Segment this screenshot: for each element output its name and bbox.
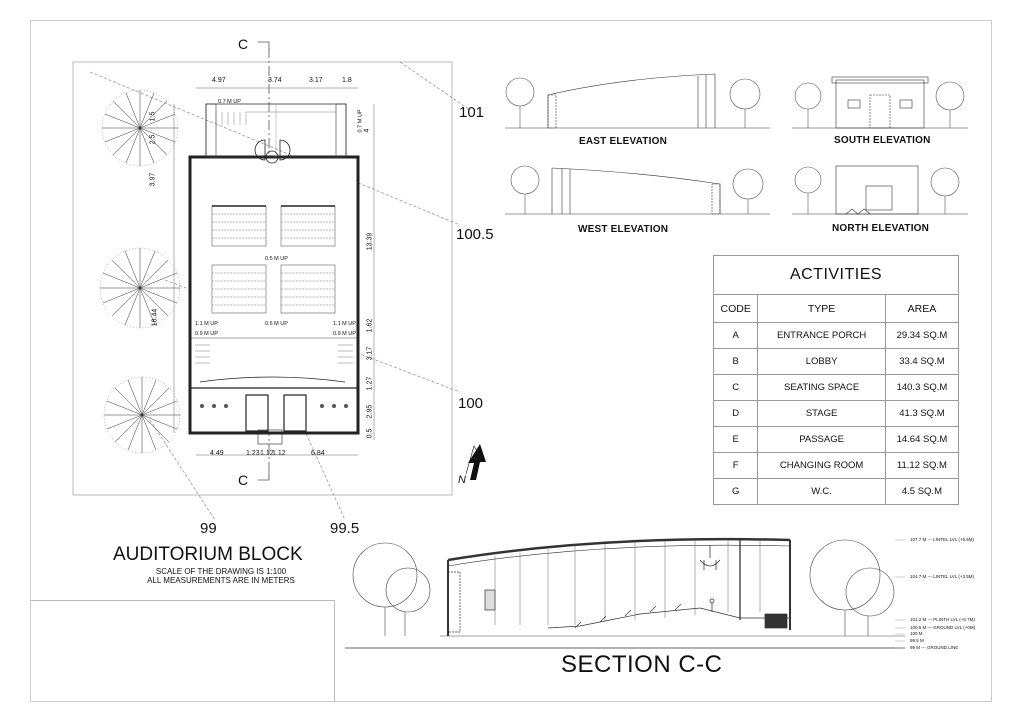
section-title: SECTION C-C [561, 651, 723, 678]
dimension-label: 1.8 [342, 77, 352, 84]
section-level-label: 100 M [910, 631, 923, 636]
north-elevation-title: NORTH ELEVATION [832, 223, 930, 234]
contour-label: 101 [459, 104, 485, 121]
building-outline [188, 103, 360, 445]
site-trees [99, 89, 181, 454]
contour-label: 99.5 [330, 520, 360, 537]
south-elevation-drawing [792, 76, 968, 129]
south-elevation-title: SOUTH ELEVATION [834, 135, 931, 146]
dimension-label: 1.12 [260, 450, 274, 457]
table-cell: 140.3 SQ.M [884, 374, 960, 401]
table-cell: E [712, 426, 759, 453]
table-cell: 33.4 SQ.M [884, 348, 960, 375]
west-elevation-title: WEST ELEVATION [578, 224, 669, 235]
level-note: 0.9 M UP [195, 331, 218, 337]
section-level-label: 99.5 M [910, 638, 924, 643]
table-cell: B [712, 348, 759, 375]
table-cell: A [712, 322, 759, 349]
east-elevation-drawing [505, 73, 770, 129]
dimension-lines [173, 87, 375, 456]
level-note: 0.7 M UP [218, 99, 241, 105]
north-label: N [458, 474, 466, 486]
section-level-label: 107.7 M --- LINTEL LVL (+5.5M) [910, 537, 974, 542]
contour-label: 100 [458, 395, 484, 412]
section-line-cc [258, 41, 270, 481]
table-cell: C [712, 374, 759, 401]
north-elevation-drawing [792, 165, 968, 215]
level-note: 0.9 M UP [333, 331, 356, 337]
section-level-label: 104.7 M --- LINTEL LVL (+3.5M) [910, 574, 974, 579]
column-header: TYPE [757, 294, 886, 323]
dimension-label: 4.49 [210, 450, 224, 457]
dimension-label: 3.17 [309, 77, 323, 84]
table-cell: CHANGING ROOM [757, 452, 886, 479]
seating-rows [211, 205, 336, 314]
east-elevation-title: EAST ELEVATION [579, 136, 667, 147]
table-cell: W.C. [757, 478, 886, 505]
table-cell: D [712, 400, 759, 427]
table-cell: G [712, 478, 759, 505]
column-header: AREA [884, 294, 960, 323]
dimension-label: 6.84 [311, 450, 325, 457]
section-level-label: 99 M --- GROUND LINE [910, 645, 959, 650]
scale-note: SCALE OF THE DRAWING IS 1:100 [155, 567, 287, 576]
dimension-label: 4.97 [212, 77, 226, 84]
section-level-label: 101.2 M --- PLINTH LVL (+0.7M) [910, 617, 975, 622]
table-cell: 14.64 SQ.M [884, 426, 960, 453]
contour-label: 99 [200, 520, 217, 537]
dimension-label: 3.74 [268, 77, 282, 84]
table-cell: 4.5 SQ.M [884, 478, 960, 505]
title-block-box [31, 600, 335, 702]
drawing-title: AUDITORIUM BLOCK [113, 544, 303, 565]
level-note: 0.6 M UP [265, 321, 288, 327]
level-note: 1.1 M UP [195, 321, 218, 327]
north-arrow [465, 444, 486, 480]
contour-label: 100.5 [456, 226, 494, 243]
table-cell: LOBBY [757, 348, 886, 375]
dimension-label: 1.12 [272, 450, 286, 457]
dimension-label: 1.23 [246, 450, 260, 457]
level-note: 0.5 M UP [265, 256, 288, 262]
section-marker-top: C [238, 36, 249, 52]
units-note: ALL MEASUREMENTS ARE IN METERS [147, 576, 295, 585]
table-cell: STAGE [757, 400, 886, 427]
section-marker-bottom: C [238, 472, 249, 488]
table-header-row: CODE TYPE AREA [712, 294, 960, 323]
section-level-label: 100.5 M --- GROUND LVL (+0M) [910, 625, 976, 630]
table-cell: F [712, 452, 759, 479]
west-elevation-drawing [505, 165, 770, 215]
level-note: 1.1 M UP [333, 321, 356, 327]
drawing-sheet [30, 20, 992, 702]
